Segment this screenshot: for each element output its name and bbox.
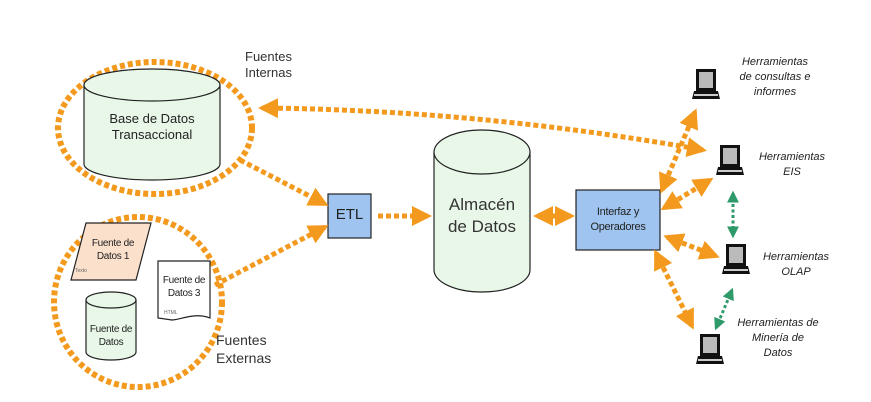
label-line: OLAP	[781, 266, 811, 278]
data-source-3-tag: HTML	[164, 310, 178, 316]
data-source-cylinder	[85, 291, 137, 361]
label-line: de consultas e	[739, 71, 811, 83]
laptop-icon	[696, 334, 724, 364]
label-line: EIS	[783, 166, 801, 178]
interface-operators-label: Interfaz y Operadores	[576, 205, 660, 235]
label-line: de Datos	[447, 217, 517, 236]
label-line: Herramientas	[758, 151, 826, 163]
label-line: Transaccional	[111, 127, 193, 142]
query-tools-label: Herramientas de consultas e informes	[730, 55, 820, 100]
external-sources-label: Fuentes Externas	[216, 331, 271, 367]
label-line: Internas	[245, 65, 292, 80]
label-line: Herramientas	[762, 251, 830, 263]
label-line: Datos 1	[96, 251, 130, 262]
label-line: Fuente de	[91, 238, 135, 249]
label-line: Externas	[216, 350, 272, 366]
label-line: Fuentes	[245, 49, 292, 64]
label-line: Minería de	[752, 332, 804, 344]
label-line: Fuente de	[162, 275, 206, 286]
label-line: Fuente de	[89, 324, 133, 335]
arrow-olap-mining	[714, 287, 734, 331]
data-source-3-label: Fuente de Datos 3	[158, 274, 210, 300]
data-source-1-tag: Texto	[75, 268, 87, 274]
etl-box	[327, 193, 372, 239]
arrow-internal-to-eis	[258, 98, 707, 158]
label-line: Datos	[763, 347, 793, 359]
label-line: Fuentes	[216, 332, 267, 348]
data-source-label: Fuente de Datos	[86, 323, 136, 349]
label-line: Herramientas	[741, 56, 809, 68]
label-line: informes	[753, 86, 797, 98]
label-line: Operadores	[590, 221, 646, 233]
data-mining-tools-label: Herramientas de Minería de Datos	[728, 316, 828, 361]
interface-operators-box	[575, 189, 661, 251]
data-source-1-shape	[70, 222, 152, 281]
label-line: Base de Datos	[109, 111, 195, 126]
laptop-icon	[716, 145, 744, 175]
arrow-interface-eis	[660, 177, 714, 211]
internal-sources-group	[55, 59, 255, 197]
external-sources-group	[51, 214, 225, 390]
laptop-icon	[722, 244, 750, 274]
arrow-interface-mining	[653, 249, 695, 330]
arrow-external-to-etl	[213, 224, 329, 288]
label-line: Datos 3	[167, 288, 201, 299]
laptop-icon	[692, 69, 720, 99]
arrow-interface-olap	[663, 233, 720, 260]
label-line: Almacén	[448, 195, 516, 214]
etl-label: ETL	[335, 206, 364, 223]
transactional-db-label: Base de Datos Transaccional	[86, 111, 218, 143]
internal-sources-label: Fuentes Internas	[245, 49, 292, 81]
data-warehouse-label: Almacén de Datos	[434, 194, 530, 238]
label-line: Interfaz y	[596, 206, 640, 218]
olap-tools-label: Herramientas OLAP	[756, 250, 836, 280]
arrow-internal-to-etl	[238, 157, 329, 207]
eis-tools-label: Herramientas EIS	[752, 150, 832, 180]
data-source-1-label: Fuente de Datos 1	[80, 237, 146, 263]
arrow-interface-query	[659, 108, 698, 194]
label-line: Herramientas de	[737, 317, 819, 329]
transactional-db-cylinder	[83, 68, 221, 181]
label-line: Datos	[98, 337, 124, 348]
data-source-3-shape	[157, 260, 211, 321]
